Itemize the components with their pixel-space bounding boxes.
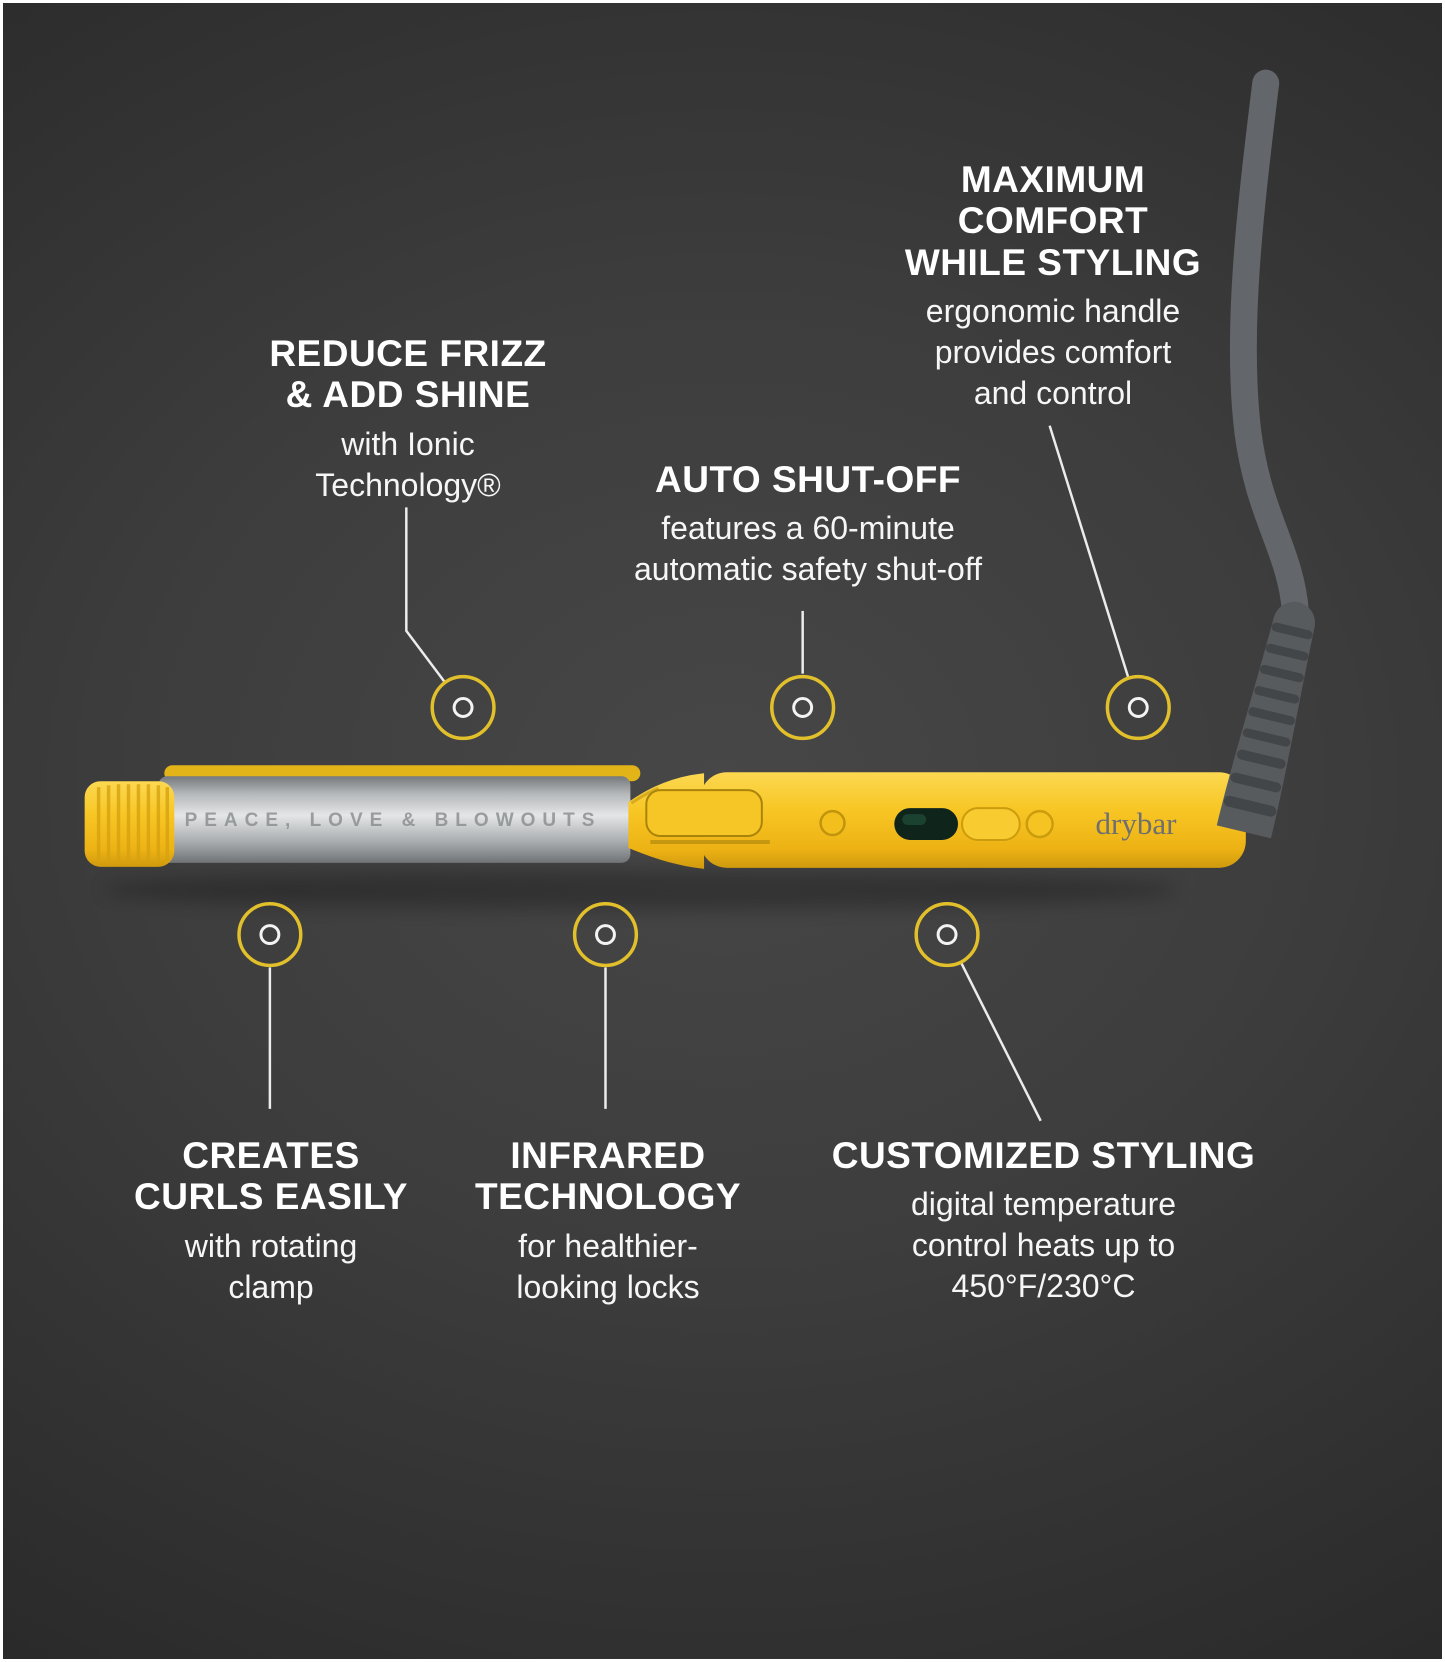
callout-body: for healthier- looking locks [516, 1227, 700, 1305]
callout-maximum-comfort: MAXIMUM COMFORT WHILE STYLING ergonomic … [863, 159, 1243, 414]
callout-dot-reduce-frizz [452, 697, 474, 718]
callout-dot-maximum-comfort [1127, 697, 1149, 718]
callout-body: features a 60-minute automatic safety sh… [633, 510, 983, 588]
callout-ring-auto-shut-off [770, 674, 836, 741]
callout-customized-styling: CUSTOMIZED STYLING digital temperature c… [821, 1135, 1266, 1307]
temperature-button-round [1025, 809, 1054, 839]
callout-dot-infrared [595, 924, 616, 946]
callout-dot-customized-styling [936, 924, 958, 946]
callout-title: CREATES CURLS EASILY [134, 1135, 408, 1218]
product-illustration [84, 69, 1316, 1122]
callout-line-reduce-frizz [405, 507, 447, 684]
callout-ring-creates-curls [237, 901, 303, 968]
cone-edge-shade [630, 786, 659, 805]
callout-title: INFRARED TECHNOLOGY [474, 1135, 742, 1218]
callout-ring-customized-styling [914, 901, 980, 968]
callout-title: REDUCE FRIZZ & ADD SHINE [269, 333, 547, 416]
callout-title: MAXIMUM COMFORT WHILE STYLING [904, 159, 1202, 283]
callout-reduce-frizz: REDUCE FRIZZ & ADD SHINE with Ionic Tech… [228, 333, 588, 506]
iron-shadow [102, 869, 1179, 910]
callout-body: with rotating clamp [184, 1227, 358, 1305]
callout-ring-reduce-frizz [430, 674, 496, 741]
callout-body: ergonomic handle provides comfort and co… [925, 293, 1181, 412]
callout-body: with Ionic Technology® [315, 425, 501, 503]
power-button [819, 809, 846, 837]
knob-ridges [96, 784, 170, 864]
temperature-button-pill [961, 807, 1021, 841]
callout-ring-infrared [572, 901, 639, 968]
callout-title: CUSTOMIZED STYLING [831, 1135, 1256, 1176]
callout-creates-curls: CREATES CURLS EASILY with rotating clamp [93, 1135, 449, 1308]
callout-line-customized-styling [959, 961, 1042, 1122]
strain-relief [1216, 601, 1316, 839]
temperature-display-glow [902, 814, 927, 826]
callout-body: digital temperature control heats up to … [910, 1186, 1177, 1305]
clamp-lever [645, 789, 763, 837]
temperature-display [894, 808, 959, 840]
callout-infrared: INFRARED TECHNOLOGY for healthier- looki… [428, 1135, 788, 1308]
callout-auto-shut-off: AUTO SHUT-OFF features a 60-minute autom… [573, 459, 1043, 590]
power-cord [1229, 69, 1310, 627]
barrel-embossed-text: PEACE, LOVE & BLOWOUTS [184, 810, 602, 831]
callout-dot-creates-curls [259, 924, 281, 946]
callout-dot-auto-shut-off [792, 697, 814, 718]
callout-title: AUTO SHUT-OFF [655, 459, 961, 500]
callout-line-maximum-comfort [1048, 425, 1130, 679]
iron-barrel [158, 776, 631, 863]
callout-ring-maximum-comfort [1105, 674, 1171, 741]
brand-logo: drybar [1095, 806, 1177, 841]
